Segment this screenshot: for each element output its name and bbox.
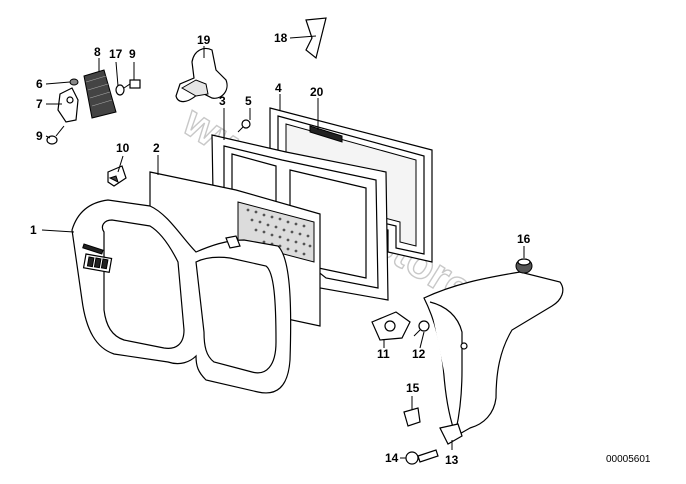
callout-15: 15	[406, 381, 420, 395]
callout-18: 18	[274, 31, 288, 45]
screw-part-9-lower	[46, 125, 65, 145]
wedge-part-18	[305, 17, 327, 60]
callout-3: 3	[219, 94, 226, 108]
callout-4: 4	[275, 81, 282, 95]
callout-14: 14	[385, 451, 399, 465]
drawing-code: 00005601	[606, 454, 651, 465]
headlight-housing-part-1	[71, 199, 292, 394]
callout-10: 10	[116, 141, 130, 155]
callout-6: 6	[36, 77, 43, 91]
clip-part-15	[403, 407, 421, 427]
callout-17: 17	[109, 47, 123, 61]
screw-part-9-upper	[123, 79, 141, 89]
callout-8: 8	[94, 45, 101, 59]
mount-part-11	[371, 311, 411, 341]
callout-9-left: 9	[36, 129, 43, 143]
washer-part-17	[115, 84, 125, 96]
clip-part-10	[107, 165, 127, 187]
leader-lines	[41, 35, 525, 459]
callout-7: 7	[36, 97, 43, 111]
callout-1: 1	[30, 223, 37, 237]
callout-12: 12	[412, 347, 426, 361]
clip-part-7	[57, 87, 79, 123]
brand-badge	[82, 253, 113, 273]
callout-2: 2	[153, 141, 160, 155]
grommet-part-16	[515, 258, 533, 274]
callout-20: 20	[310, 85, 324, 99]
screw-part-5	[237, 119, 251, 133]
callout-5: 5	[245, 94, 252, 108]
callout-13: 13	[445, 453, 459, 467]
bolt-part-14	[405, 449, 439, 465]
callout-9-top: 9	[129, 47, 136, 61]
callout-16: 16	[517, 232, 531, 246]
callout-11: 11	[377, 347, 390, 361]
bracket-part-19	[175, 47, 228, 103]
callout-19: 19	[197, 33, 211, 47]
mesh-grille-part-8	[83, 69, 117, 119]
screw-part-12	[413, 320, 430, 337]
side-panel-part-13	[423, 271, 564, 445]
nut-part-6	[69, 78, 79, 86]
